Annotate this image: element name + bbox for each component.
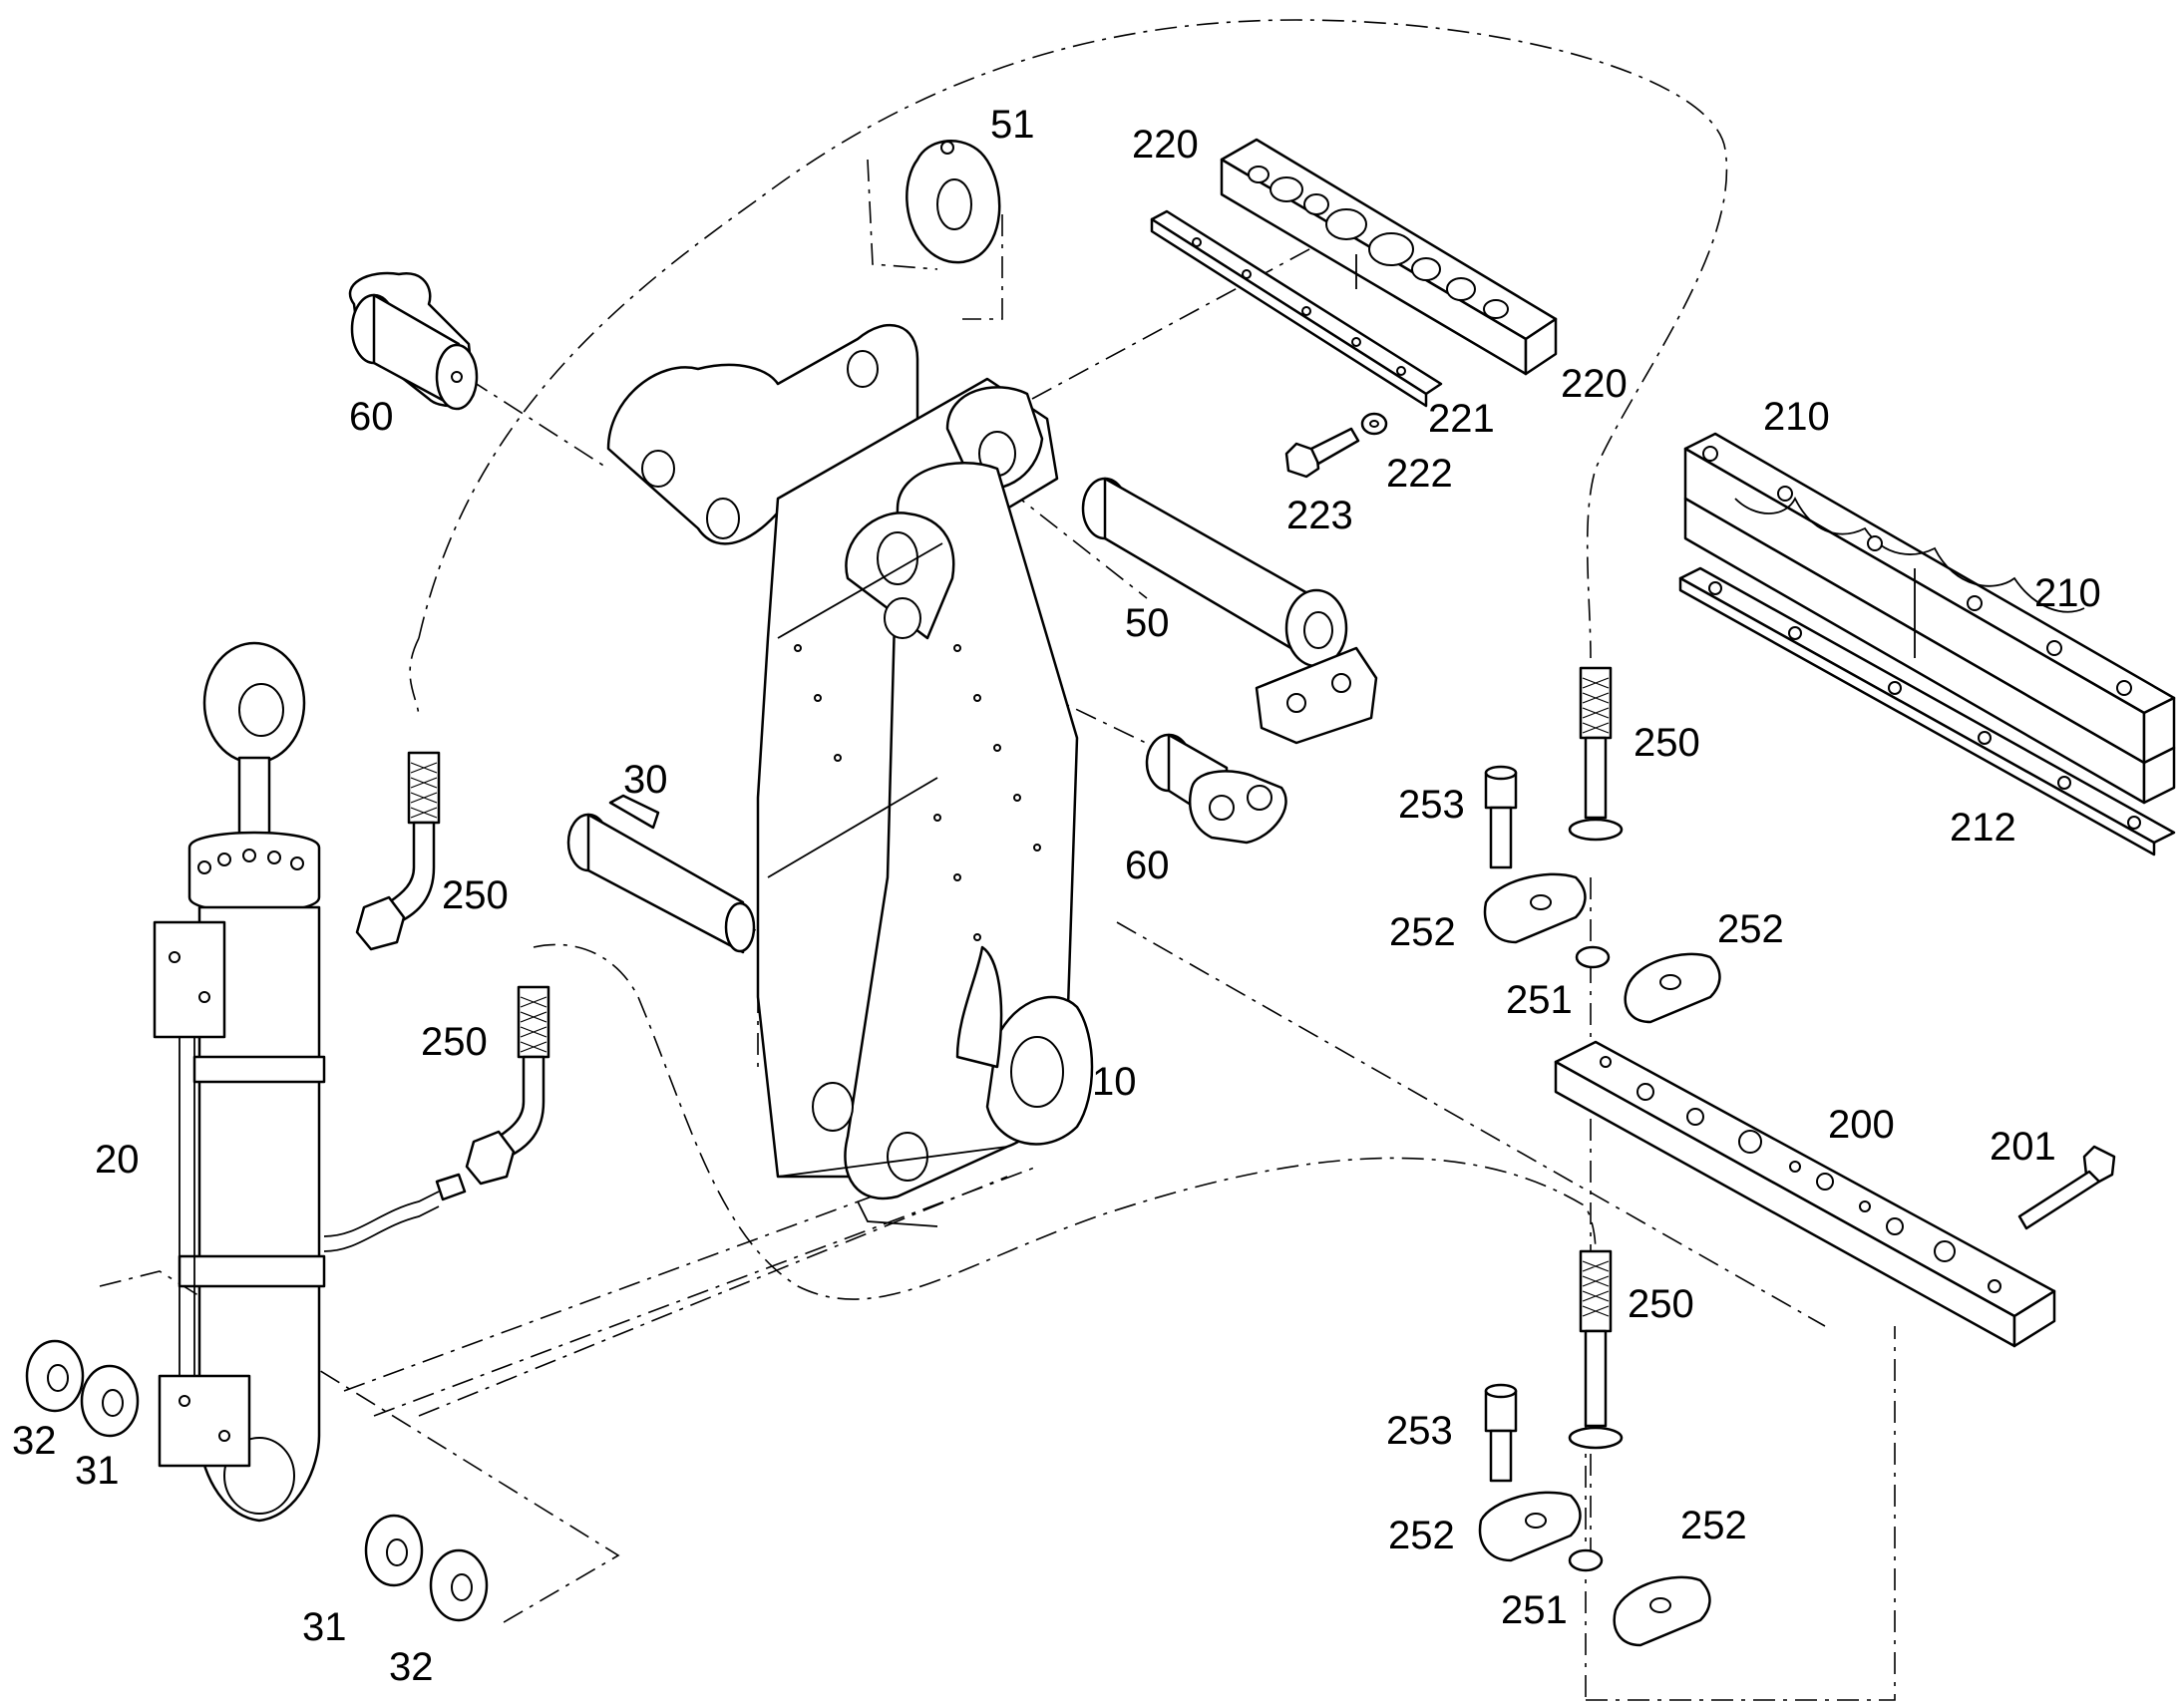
- part-220-clamp-block: [1220, 138, 1558, 376]
- callout-31-left: 31: [75, 1449, 120, 1493]
- part-250-hose-left-upper: [355, 751, 441, 951]
- callout-60-lower: 60: [1125, 844, 1170, 887]
- part-210-clamp-bar: [1683, 432, 2176, 805]
- callout-60-upper: 60: [349, 395, 394, 439]
- part-252-clamp-half-lower-right: [1613, 1575, 1711, 1647]
- part-200-base-plate: [1554, 1040, 2056, 1348]
- callout-212: 212: [1950, 806, 2016, 850]
- callout-51: 51: [990, 103, 1035, 147]
- part-60-upper-pin: [348, 271, 479, 411]
- callout-250-left-lower: 250: [421, 1020, 488, 1064]
- callout-252-upper-right: 252: [1717, 907, 1784, 951]
- part-223-bolt: [1284, 427, 1360, 479]
- callout-31-right: 31: [302, 1605, 347, 1649]
- part-32-washer-left: [25, 1339, 85, 1413]
- part-51-shim-plate: [906, 140, 1001, 264]
- part-250-hose-upper-right: [1568, 666, 1624, 842]
- part-50-pivot-pin: [1081, 477, 1378, 745]
- part-221-flat-strip: [1150, 209, 1443, 408]
- callout-210-top: 210: [1763, 395, 1830, 439]
- part-251-washer-upper: [1575, 945, 1611, 969]
- part-20-hydraulic-cylinder: [153, 641, 467, 1523]
- callout-50: 50: [1125, 601, 1170, 645]
- part-250-hose-lower-right: [1568, 1249, 1624, 1450]
- part-31-washer-right: [364, 1514, 424, 1587]
- callout-250-upper-right: 250: [1634, 721, 1700, 765]
- part-251-washer-lower: [1568, 1548, 1604, 1572]
- callout-250-lower-right: 250: [1628, 1282, 1694, 1326]
- part-32-washer-right: [429, 1548, 489, 1622]
- callout-223: 223: [1286, 494, 1353, 537]
- part-252-clamp-half-lower-left: [1478, 1491, 1582, 1562]
- part-252-clamp-half-upper-right: [1624, 952, 1721, 1024]
- callout-30: 30: [623, 758, 668, 802]
- part-253-bolt-lower: [1484, 1383, 1518, 1483]
- callout-252-lower-right: 252: [1680, 1504, 1747, 1547]
- callout-253-upper: 253: [1398, 783, 1465, 827]
- callout-222: 222: [1386, 452, 1453, 496]
- callout-220-bottom: 220: [1561, 362, 1628, 406]
- part-252-clamp-half-upper-left: [1483, 872, 1587, 944]
- callout-221: 221: [1428, 397, 1495, 441]
- part-253-bolt-upper: [1484, 765, 1518, 869]
- callout-251-lower: 251: [1501, 1588, 1568, 1632]
- callout-201: 201: [1990, 1125, 2056, 1169]
- part-222-washer: [1360, 412, 1388, 436]
- part-250-hose-left-lower: [465, 985, 550, 1186]
- part-201-bolt: [2017, 1145, 2116, 1230]
- callout-210-right: 210: [2034, 571, 2101, 615]
- part-212-lower-strip: [1678, 566, 2176, 856]
- part-60-lower-pin: [1145, 733, 1287, 845]
- callout-251-upper: 251: [1506, 978, 1573, 1022]
- callout-10: 10: [1092, 1060, 1137, 1104]
- part-31-washer-left: [80, 1364, 140, 1438]
- callout-252-upper-left: 252: [1389, 910, 1456, 954]
- callout-200: 200: [1828, 1103, 1895, 1147]
- callout-250-left-upper: 250: [442, 873, 509, 917]
- callout-32-left: 32: [12, 1419, 57, 1463]
- part-10-boom-bracket: [606, 323, 1094, 1227]
- callout-252-lower-left: 252: [1388, 1514, 1455, 1557]
- callout-253-lower: 253: [1386, 1409, 1453, 1453]
- callout-220-top: 220: [1132, 123, 1199, 167]
- callout-32-right: 32: [389, 1645, 434, 1689]
- part-30-pin: [566, 794, 756, 954]
- callout-20: 20: [95, 1138, 140, 1182]
